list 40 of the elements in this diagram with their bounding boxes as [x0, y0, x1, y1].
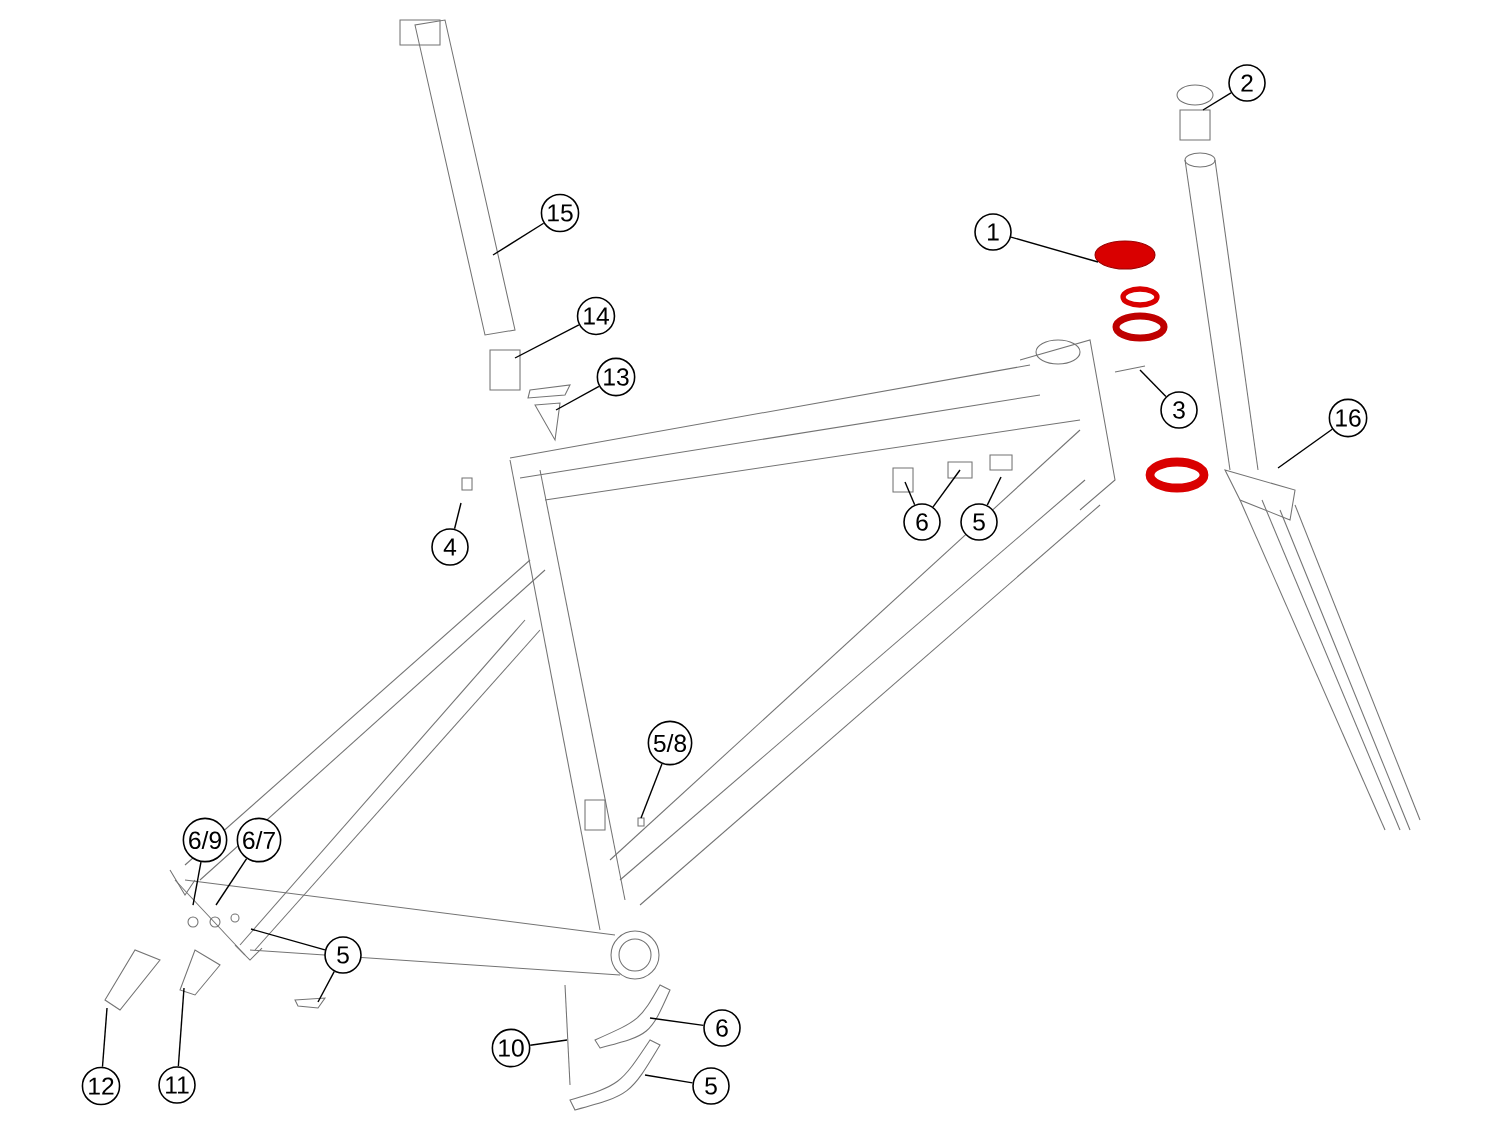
- callout-number: 2: [1228, 64, 1266, 102]
- leader-line: [1139, 369, 1167, 398]
- callout-number: 5: [324, 936, 362, 974]
- leader-line: [904, 481, 916, 506]
- leader-line: [453, 502, 462, 530]
- callout-number: 5: [960, 503, 998, 541]
- callout-number: 12: [81, 1066, 121, 1106]
- leader-line: [932, 469, 961, 508]
- leader-line: [1010, 236, 1099, 263]
- leader-line: [555, 385, 600, 411]
- leader-line: [514, 324, 580, 359]
- leader-line: [640, 763, 663, 819]
- leader-line: [986, 476, 1002, 506]
- leader-line: [317, 970, 335, 1003]
- callout-number: 6: [903, 503, 941, 541]
- callout-number: 15: [540, 193, 580, 233]
- leader-line: [492, 222, 545, 256]
- callout-number: 5/8: [647, 720, 693, 766]
- callout-number: 6/9: [182, 817, 228, 863]
- callout-number: 4: [431, 528, 469, 566]
- leader-line: [177, 987, 185, 1067]
- leader-line: [250, 928, 326, 951]
- leader-line: [644, 1074, 694, 1084]
- callout-number: 1: [974, 213, 1012, 251]
- callout-number: 3: [1160, 391, 1198, 429]
- callout-number: 11: [158, 1066, 196, 1104]
- callout-number: 16: [1328, 398, 1368, 438]
- callout-number: 14: [576, 296, 616, 336]
- leader-line: [649, 1017, 705, 1027]
- leader-line: [529, 1039, 568, 1046]
- leader-line: [1202, 92, 1232, 111]
- callout-number: 13: [596, 357, 636, 397]
- callout-number: 5: [692, 1067, 730, 1105]
- leader-line: [1277, 428, 1333, 469]
- leader-line: [192, 861, 202, 906]
- callout-number: 10: [491, 1028, 531, 1068]
- callout-number: 6/7: [236, 817, 282, 863]
- leader-line: [215, 858, 248, 906]
- leader-line: [101, 1007, 108, 1068]
- callout-number: 6: [703, 1009, 741, 1047]
